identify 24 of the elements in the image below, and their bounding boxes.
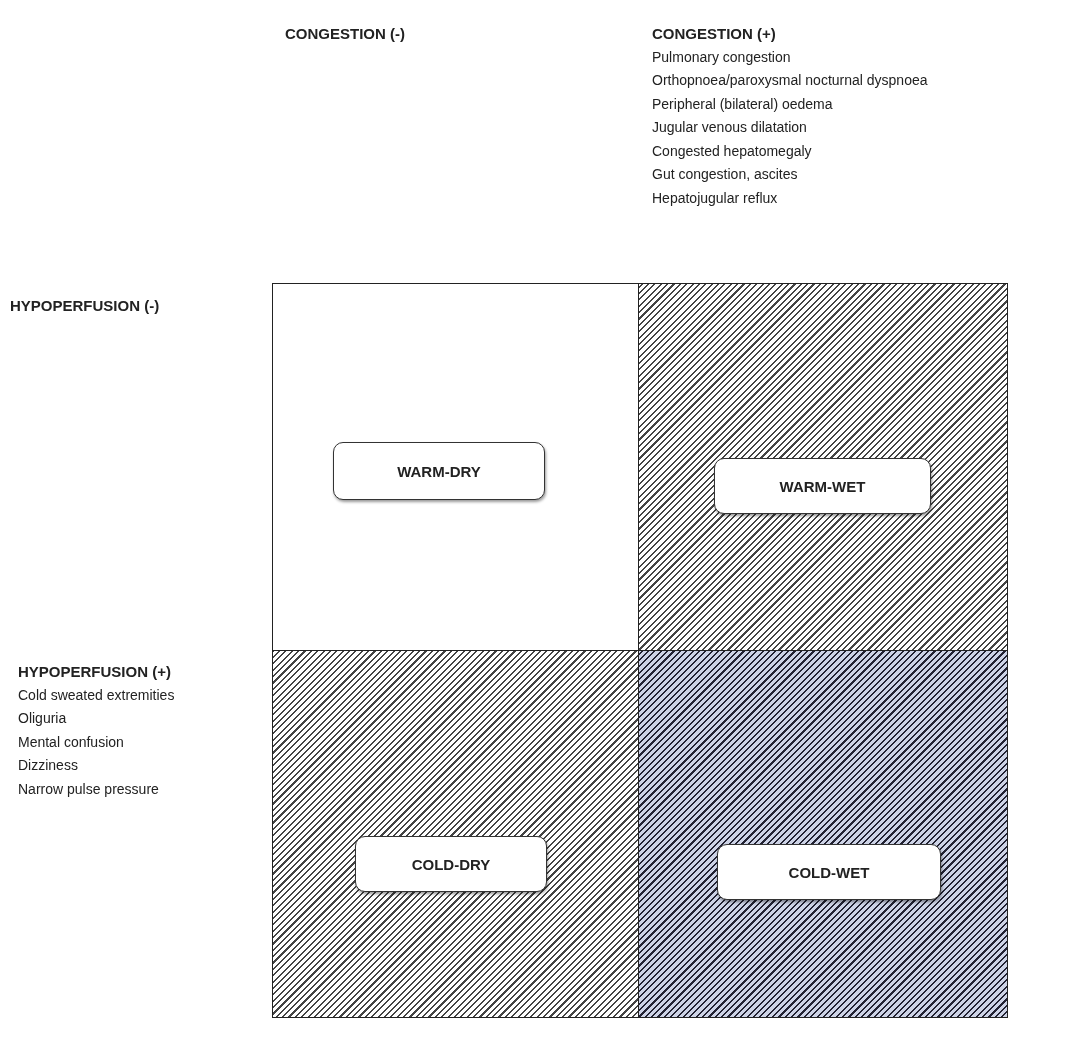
- symptom-item: Cold sweated extremities: [18, 685, 175, 705]
- symptom-item: Gut congestion, ascites: [652, 165, 799, 184]
- axis-heading: CONGESTION (+): [652, 24, 777, 44]
- quadrant-label: COLD-WET: [717, 844, 941, 900]
- quadrant-cell: [638, 650, 1008, 1018]
- symptom-item: Pulmonary congestion: [652, 47, 792, 67]
- quadrant-cell: [638, 283, 1008, 651]
- axis-heading: HYPOPERFUSION (-): [10, 296, 160, 316]
- symptom-item: Oliguria: [18, 709, 68, 728]
- symptom-item: Narrow pulse pressure: [18, 779, 160, 799]
- quadrant-label: COLD-DRY: [355, 836, 547, 892]
- symptom-item: Congested hepatomegaly: [652, 141, 813, 161]
- symptom-item: Hepatojugular reflux: [652, 188, 779, 208]
- axis-heading: CONGESTION (-): [285, 24, 405, 44]
- symptom-item: Jugular venous dilatation: [652, 118, 808, 137]
- quadrant-label: WARM-WET: [714, 458, 931, 514]
- symptom-item: Mental confusion: [18, 732, 125, 752]
- symptom-item: Orthopnoea/paroxysmal nocturnal dyspnoea: [652, 71, 928, 90]
- quadrant-cell: [272, 650, 639, 1018]
- symptom-item: Dizziness: [18, 756, 79, 775]
- quadrant-cell: [272, 283, 639, 651]
- quadrant-label: WARM-DRY: [333, 442, 545, 500]
- axis-heading: HYPOPERFUSION (+): [18, 662, 172, 682]
- symptom-item: Peripheral (bilateral) oedema: [652, 94, 834, 114]
